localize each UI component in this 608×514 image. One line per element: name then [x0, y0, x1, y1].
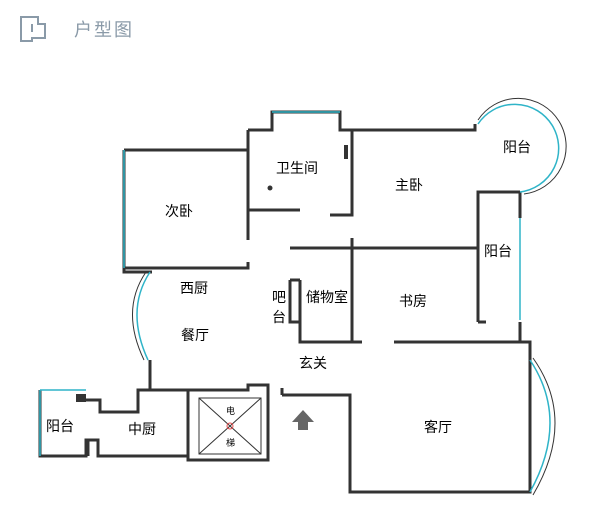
room-bar-line1: 吧	[272, 290, 286, 306]
room-balcony-left: 阳台	[46, 419, 74, 435]
elevator-marker	[226, 422, 234, 430]
floorplan-icon	[20, 16, 46, 42]
entrance-arrow-icon	[292, 410, 314, 430]
room-balcony-top-right: 阳台	[503, 140, 531, 156]
fixtures	[76, 145, 348, 402]
page-title: 户型图	[74, 20, 134, 41]
room-master-bedroom: 主卧	[395, 178, 423, 194]
room-balcony-right: 阳台	[484, 244, 512, 260]
room-storage: 储物室	[306, 289, 348, 306]
room-second-bedroom: 次卧	[165, 204, 193, 220]
room-bathroom: 卫生间	[276, 161, 318, 177]
room-chinese-kitchen: 中厨	[128, 422, 156, 438]
elevator	[198, 397, 262, 455]
room-living: 客厅	[424, 419, 452, 436]
room-dining: 餐厅	[181, 328, 209, 344]
room-bar-line2: 台	[272, 310, 286, 326]
walls	[38, 110, 532, 494]
room-study: 书房	[399, 294, 427, 310]
header: 户型图	[18, 14, 134, 44]
room-western-kitchen: 西厨	[180, 281, 208, 297]
windows	[39, 103, 560, 493]
elevator-char-1: 电	[226, 405, 235, 417]
elevator-char-2: 梯	[226, 437, 235, 449]
room-foyer: 玄关	[299, 355, 327, 372]
